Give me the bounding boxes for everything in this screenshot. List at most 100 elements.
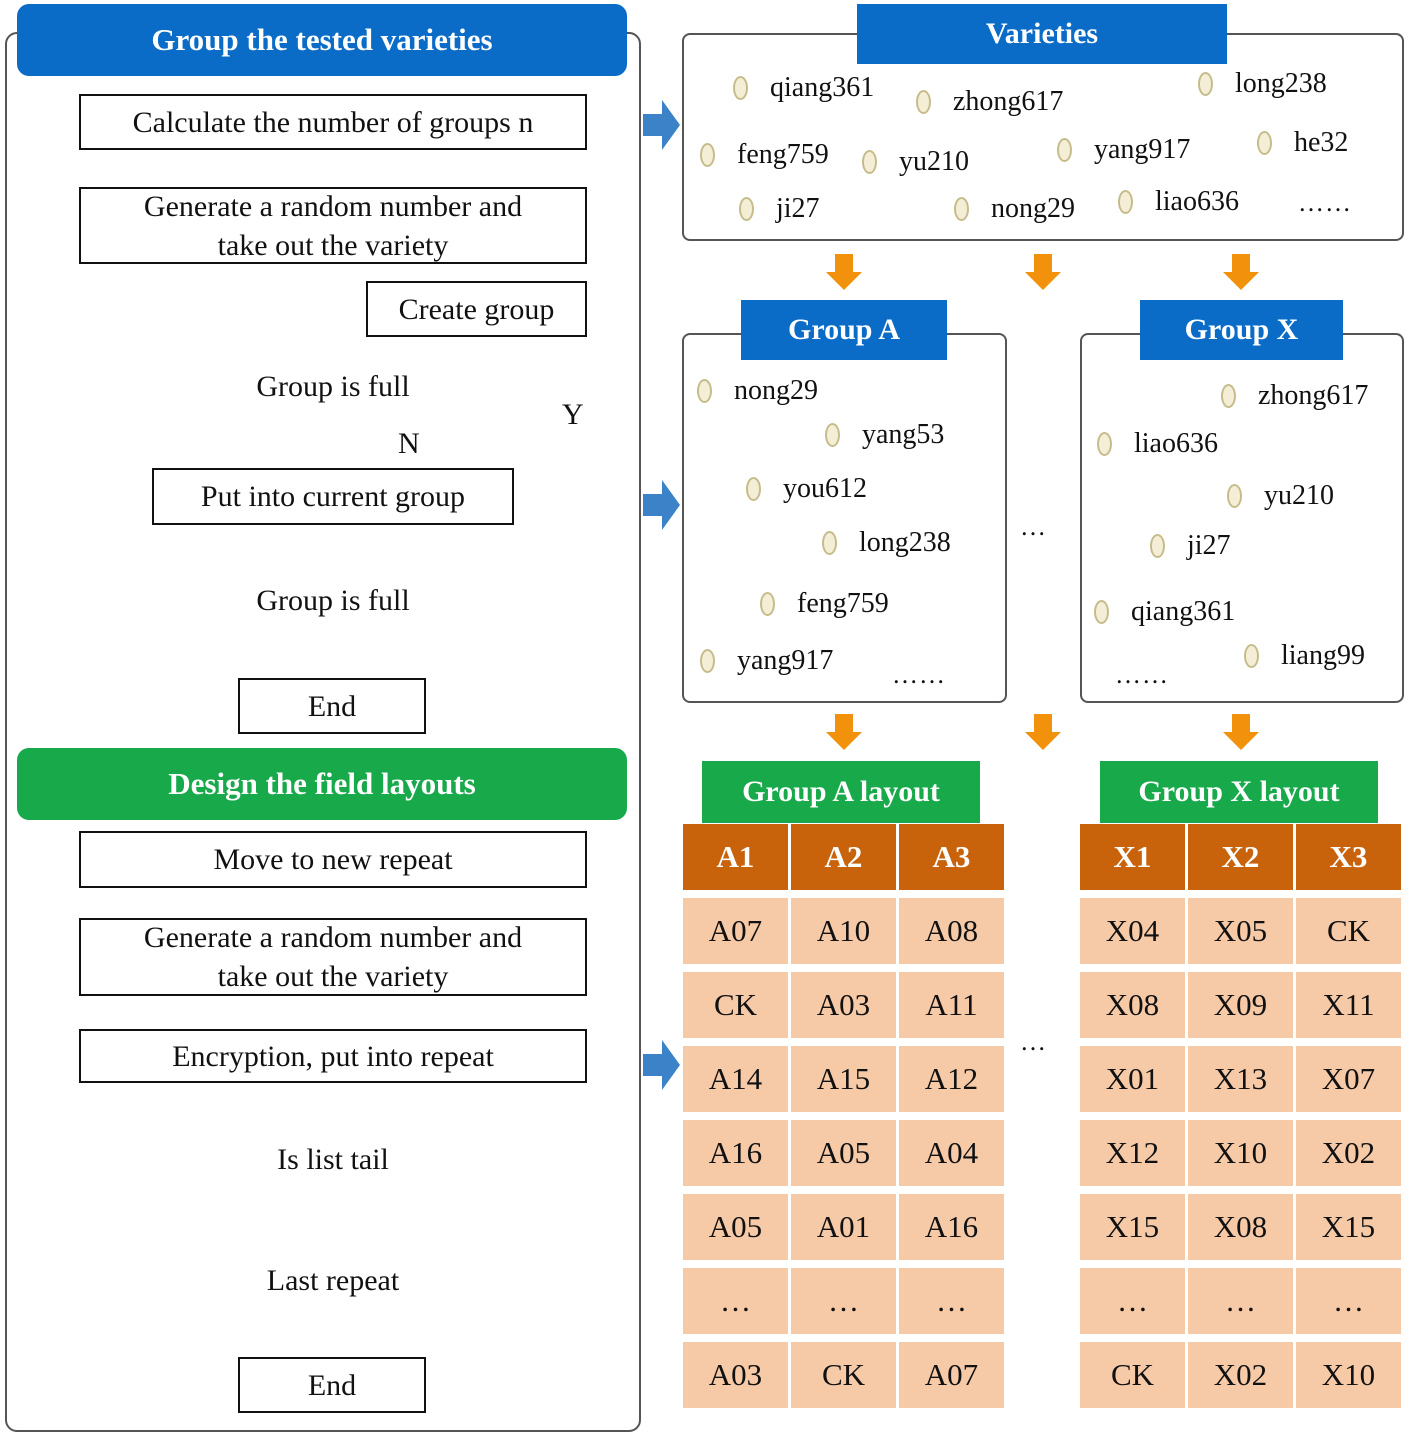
variety-item: liao636 bbox=[1118, 186, 1239, 218]
layout-cell: X08 bbox=[1080, 964, 1188, 1038]
layout-header-cell: X3 bbox=[1296, 824, 1404, 890]
group-x-box bbox=[1080, 333, 1404, 703]
decision-group-full-2: Group is full bbox=[256, 584, 410, 617]
seed-icon bbox=[916, 90, 931, 114]
layout-cell: A07 bbox=[683, 890, 791, 964]
layout-cell: X12 bbox=[1080, 1112, 1188, 1186]
layout-cell: A10 bbox=[791, 890, 899, 964]
seed-icon bbox=[954, 197, 969, 221]
variety-item: he32 bbox=[1257, 127, 1348, 159]
layout-cell: X07 bbox=[1296, 1038, 1404, 1112]
seed-icon bbox=[825, 423, 840, 447]
layout-cell: … bbox=[683, 1260, 791, 1334]
layout-cell: A15 bbox=[791, 1038, 899, 1112]
variety-item: long238 bbox=[1198, 68, 1327, 100]
group-x-item: yu210 bbox=[1227, 480, 1334, 512]
seed-icon bbox=[1198, 72, 1213, 96]
layout-cell: X13 bbox=[1188, 1038, 1296, 1112]
varieties-title: Varieties bbox=[857, 4, 1227, 64]
layout-cell: CK bbox=[1296, 890, 1404, 964]
group-a-more: …… bbox=[892, 660, 946, 689]
orange-arrow-2a bbox=[826, 714, 862, 750]
layout-title: Design the field layouts bbox=[17, 748, 627, 820]
group-a-item: nong29 bbox=[697, 375, 818, 407]
layout-cell: X02 bbox=[1188, 1334, 1296, 1408]
blue-arrow-1 bbox=[643, 100, 680, 150]
step-generate-random-2: Generate a random number and take out th… bbox=[79, 918, 587, 996]
seed-icon bbox=[700, 143, 715, 167]
group-x-title: Group X bbox=[1140, 300, 1343, 360]
layout-cell: A08 bbox=[899, 890, 1007, 964]
layout-header-cell: X1 bbox=[1080, 824, 1188, 890]
decision-last-repeat: Last repeat bbox=[266, 1264, 400, 1297]
layout-header-cell: A2 bbox=[791, 824, 899, 890]
orange-arrow-2b bbox=[1025, 714, 1061, 750]
layout-cell: X05 bbox=[1188, 890, 1296, 964]
variety-item: yu210 bbox=[862, 146, 969, 178]
layout-cell: … bbox=[1080, 1260, 1188, 1334]
between-layouts-ellipsis: … bbox=[1020, 1027, 1047, 1056]
group-a-item: long238 bbox=[822, 527, 951, 559]
layout-cell: X15 bbox=[1080, 1186, 1188, 1260]
variety-item: yang917 bbox=[1057, 134, 1190, 166]
seed-icon bbox=[746, 477, 761, 501]
group-a-item: yang53 bbox=[825, 419, 944, 451]
group-x-item: qiang361 bbox=[1094, 596, 1235, 628]
seed-icon bbox=[739, 197, 754, 221]
layout-cell: CK bbox=[791, 1334, 899, 1408]
step-move-repeat: Move to new repeat bbox=[79, 831, 587, 888]
group-a-item: you612 bbox=[746, 473, 867, 505]
seed-icon bbox=[822, 531, 837, 555]
layout-cell: A03 bbox=[791, 964, 899, 1038]
seed-icon bbox=[697, 379, 712, 403]
blue-arrow-3 bbox=[643, 1040, 680, 1090]
group-a-title: Group A bbox=[741, 300, 947, 360]
seed-icon bbox=[1094, 600, 1109, 624]
step-calc-groups: Calculate the number of groups n bbox=[79, 94, 587, 150]
variety-item: qiang361 bbox=[733, 72, 874, 104]
variety-item: zhong617 bbox=[916, 86, 1063, 118]
layout-cell: A01 bbox=[791, 1186, 899, 1260]
orange-arrow-1b bbox=[1025, 254, 1061, 290]
orange-arrow-2c bbox=[1223, 714, 1259, 750]
layout-cell: A05 bbox=[683, 1186, 791, 1260]
decision-list-tail: Is list tail bbox=[277, 1143, 389, 1176]
layout-cell: X04 bbox=[1080, 890, 1188, 964]
layout-cell: A12 bbox=[899, 1038, 1007, 1112]
layout-cell: … bbox=[899, 1260, 1007, 1334]
group-x-more: …… bbox=[1115, 660, 1169, 689]
group-x-item: liao636 bbox=[1097, 428, 1218, 460]
group-a-item: feng759 bbox=[760, 588, 889, 620]
layout-cell: A05 bbox=[791, 1112, 899, 1186]
layout-cell: … bbox=[1188, 1260, 1296, 1334]
no-label: N bbox=[398, 427, 420, 460]
group-x-item: ji27 bbox=[1150, 530, 1231, 562]
step-encryption: Encryption, put into repeat bbox=[79, 1029, 587, 1083]
layout-cell: … bbox=[791, 1260, 899, 1334]
layout-cell: A04 bbox=[899, 1112, 1007, 1186]
seed-icon bbox=[1118, 190, 1133, 214]
layout-cell: X11 bbox=[1296, 964, 1404, 1038]
layout-cell: X08 bbox=[1188, 1186, 1296, 1260]
step-create-group: Create group bbox=[366, 281, 587, 337]
yes-label: Y bbox=[562, 398, 584, 431]
orange-arrow-1c bbox=[1223, 254, 1259, 290]
seed-icon bbox=[1244, 644, 1259, 668]
layout-cell: X01 bbox=[1080, 1038, 1188, 1112]
layout-cell: A03 bbox=[683, 1334, 791, 1408]
between-groups-ellipsis: … bbox=[1020, 512, 1047, 541]
layout-cell: A14 bbox=[683, 1038, 791, 1112]
group-a-layout-title: Group A layout bbox=[702, 761, 980, 823]
step-put-current: Put into current group bbox=[152, 468, 514, 525]
layout-cell: A11 bbox=[899, 964, 1007, 1038]
layout-cell: … bbox=[1296, 1260, 1404, 1334]
layout-cell: A07 bbox=[899, 1334, 1007, 1408]
seed-icon bbox=[1150, 534, 1165, 558]
seed-icon bbox=[760, 592, 775, 616]
seed-icon bbox=[700, 649, 715, 673]
group-x-item: zhong617 bbox=[1221, 380, 1368, 412]
group-x-item: liang99 bbox=[1244, 640, 1365, 672]
layout-cell: X15 bbox=[1296, 1186, 1404, 1260]
